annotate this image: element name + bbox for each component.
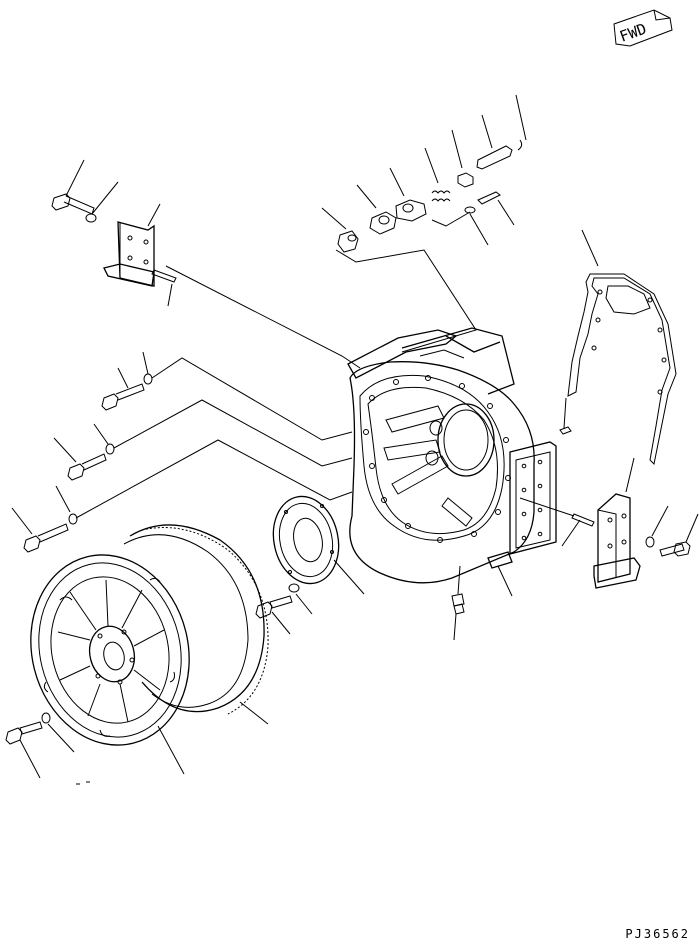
seal-bolt-group <box>255 583 313 635</box>
flywheel <box>30 554 190 775</box>
upper-left-bracket-group <box>51 159 361 369</box>
flywheel-housing <box>347 327 572 597</box>
sensor-group <box>321 94 527 353</box>
right-bracket-group <box>519 457 699 589</box>
plug-fitting <box>451 565 465 641</box>
flywheel-bolt-group <box>5 712 90 785</box>
left-bolt-group <box>11 351 353 553</box>
part-number-label: PJ36562 <box>625 927 690 941</box>
forward-direction-badge: FWD <box>613 9 673 47</box>
oil-seal <box>272 495 365 595</box>
ring-gear <box>123 524 269 725</box>
housing-gasket <box>567 229 677 466</box>
